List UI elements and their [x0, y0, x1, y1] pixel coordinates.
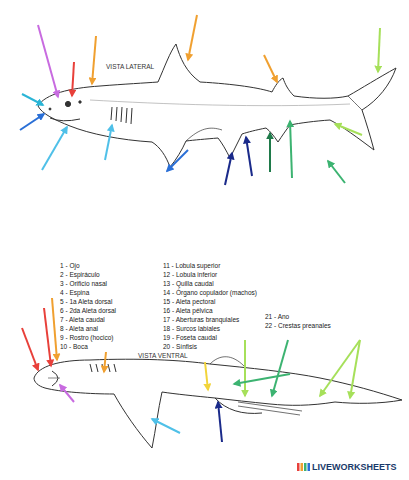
legend-item: 9 - Rostro (hocico) [60, 334, 113, 342]
watermark: LIVEWORKSHEETS [312, 462, 397, 473]
legend-item: 3 - Orificio nasal [60, 280, 107, 288]
legend-item: 7 - Aleta caudal [60, 316, 105, 324]
shark-ventral [34, 357, 402, 448]
legend-item: 13 - Quilla caudal [163, 280, 214, 288]
shark-lateral [38, 44, 396, 167]
legend-item: 21 - Ano [265, 313, 289, 321]
legend-item: 19 - Foseta caudal [163, 334, 217, 342]
legend-item: 17 - Aberturas branquiales [163, 316, 239, 324]
view-title: VISTA LATERAL [106, 63, 154, 71]
legend-item: 1 - Ojo [60, 262, 80, 270]
legend-item: 4 - Espina [60, 289, 89, 297]
watermark-icon [297, 463, 310, 471]
legend-item: 18 - Surcos labiales [163, 325, 220, 333]
view-title: VISTA VENTRAL [138, 352, 188, 360]
legend-item: 15 - Aleta pectoral [163, 298, 215, 306]
legend-item: 12 - Lobula inferior [163, 271, 217, 279]
legend-item: 8 - Aleta anal [60, 325, 98, 333]
legend-item: 16 - Aleta pélvica [163, 307, 213, 315]
legend-item: 11 - Lobula superior [163, 262, 220, 270]
legend-item: 22 - Crestas preanales [265, 322, 331, 330]
legend-item: 5 - 1a Aleta dorsal [60, 298, 112, 306]
leader-arrows [20, 15, 380, 442]
legend-item: 10 - Boca [60, 343, 88, 351]
legend-item: 20 - Sínfisis [163, 343, 197, 351]
legend-item: 14 - Órgano copulador (machos) [163, 289, 257, 297]
legend-item: 2 - Espiráculo [60, 271, 100, 279]
legend-item: 6 - 2da Aleta dorsal [60, 307, 116, 315]
